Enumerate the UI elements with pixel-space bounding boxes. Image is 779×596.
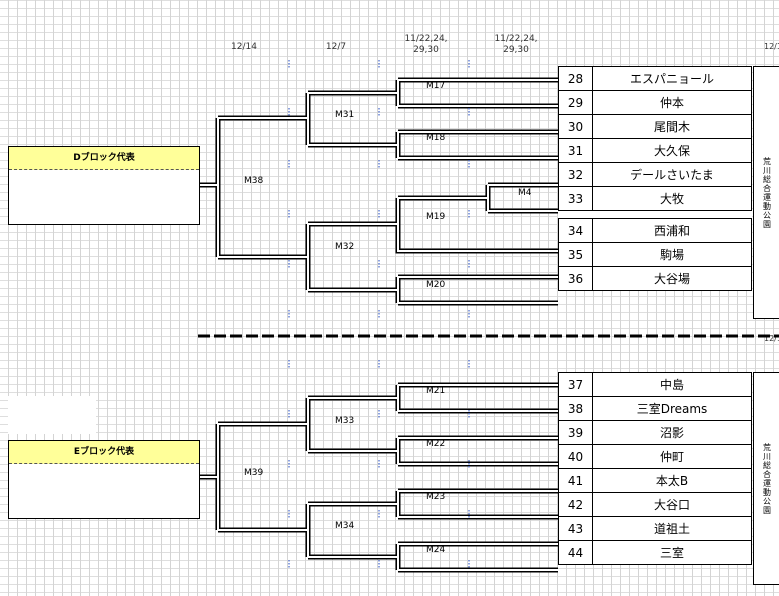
match-label: M24 <box>426 545 446 555</box>
spacer-row <box>558 210 752 219</box>
team-name: デールさいたま <box>592 162 752 187</box>
d-block-title: Dブロック代表 <box>9 147 199 170</box>
match-label: M17 <box>426 81 446 91</box>
edge-date-label: 12/1 <box>764 42 779 51</box>
match-label: M31 <box>335 110 355 120</box>
team-number: 36 <box>558 266 593 291</box>
team-name: 大谷場 <box>592 266 752 291</box>
team-name: 三室 <box>592 540 752 565</box>
round-date-header: 12/14 <box>231 42 257 52</box>
team-name: 本太B <box>592 468 752 493</box>
edge-date-label: 12/1 <box>764 334 779 343</box>
team-name: 仲町 <box>592 444 752 469</box>
e-block-title: Eブロック代表 <box>9 441 199 464</box>
match-label: M19 <box>426 212 446 222</box>
team-name: 駒場 <box>592 242 752 267</box>
match-label: M39 <box>244 468 264 478</box>
match-label: M23 <box>426 492 446 502</box>
team-number: 30 <box>558 114 593 139</box>
venue-cell-e: 荒川総合運動公園 <box>753 372 779 585</box>
match-label: M34 <box>335 521 355 531</box>
team-number: 40 <box>558 444 593 469</box>
team-name: 沼影 <box>592 420 752 445</box>
team-name: 大久保 <box>592 138 752 163</box>
venue-name: 荒川総合運動公園 <box>763 156 771 229</box>
match-label: M21 <box>426 386 446 396</box>
team-name: 尾間木 <box>592 114 752 139</box>
match-label: M32 <box>335 242 355 252</box>
team-name: 西浦和 <box>592 218 752 243</box>
team-number: 31 <box>558 138 593 163</box>
match-label: M22 <box>426 439 446 449</box>
team-number: 29 <box>558 90 593 115</box>
team-number: 28 <box>558 66 593 91</box>
team-number: 44 <box>558 540 593 565</box>
team-name: 道祖土 <box>592 516 752 541</box>
match-label: M18 <box>426 133 446 143</box>
team-number: 39 <box>558 420 593 445</box>
d-block-representative-box[interactable]: Dブロック代表 <box>8 146 200 225</box>
team-name: エスパニョール <box>592 66 752 91</box>
e-block-representative-box[interactable]: Eブロック代表 <box>8 440 200 519</box>
venue-name: 荒川総合運動公園 <box>763 442 771 515</box>
match-label: M4 <box>518 188 532 198</box>
round-date-header: 12/7 <box>325 42 347 52</box>
team-number: 35 <box>558 242 593 267</box>
team-name: 大谷口 <box>592 492 752 517</box>
team-number: 32 <box>558 162 593 187</box>
team-name: 大牧 <box>592 186 752 211</box>
team-number: 43 <box>558 516 593 541</box>
team-name: 仲本 <box>592 90 752 115</box>
team-number: 33 <box>558 186 593 211</box>
team-number: 42 <box>558 492 593 517</box>
round-date-header: 11/22,24,29,30 <box>494 34 538 55</box>
team-name: 中島 <box>592 372 752 397</box>
blank-cell-area <box>8 396 96 434</box>
match-label: M33 <box>335 416 355 426</box>
team-name: 三室Dreams <box>592 396 752 421</box>
team-number: 34 <box>558 218 593 243</box>
team-number: 41 <box>558 468 593 493</box>
round-date-header: 11/22,24,29,30 <box>404 34 448 55</box>
venue-cell-d: 荒川総合運動公園 <box>753 66 779 319</box>
team-number: 38 <box>558 396 593 421</box>
match-label: M20 <box>426 280 446 290</box>
match-label: M38 <box>244 176 264 186</box>
team-number: 37 <box>558 372 593 397</box>
